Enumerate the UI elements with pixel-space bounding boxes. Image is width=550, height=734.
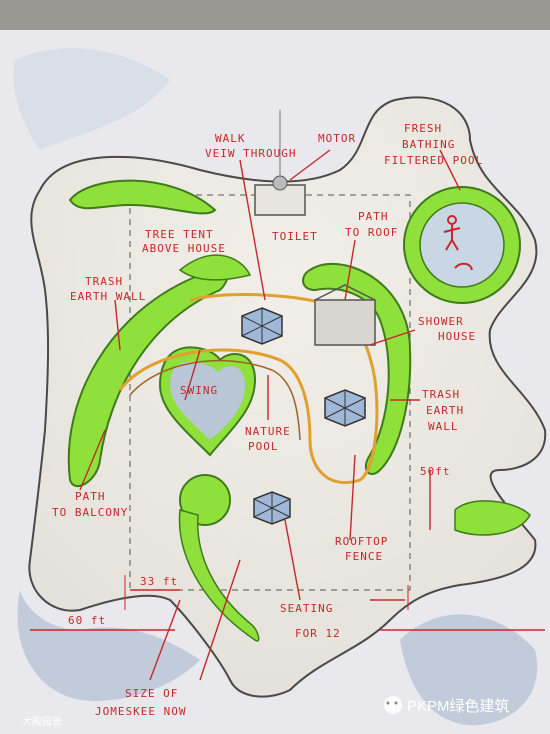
shower-house-roof xyxy=(314,284,376,301)
tree-bottom-left xyxy=(179,474,231,526)
shower-house xyxy=(314,299,376,346)
label-trash-right-1: TRASH xyxy=(422,388,460,401)
swimmer-figure-icon xyxy=(443,215,473,271)
trash-earth-wall-left xyxy=(67,270,228,488)
watermark-brand: PKPM绿色建筑 xyxy=(407,698,510,715)
seating-pod-icon xyxy=(324,389,366,427)
nature-pool-water xyxy=(170,361,245,440)
water-wash-right xyxy=(400,614,538,726)
label-path-balcony-1: PATH xyxy=(75,490,106,503)
label-swing: SWING xyxy=(180,384,218,397)
label-shower-1: SHOWER xyxy=(418,315,464,328)
label-path-roof-2: TO ROOF xyxy=(345,226,398,239)
label-tree-tent-1: TREE TENT xyxy=(145,228,214,241)
label-size-of-1: SIZE OF xyxy=(125,687,178,700)
label-fresh-2: BATHING xyxy=(402,138,455,151)
label-shower-2: HOUSE xyxy=(438,330,476,343)
shrub-right xyxy=(454,500,531,536)
label-nature-1: NATURE xyxy=(245,425,291,438)
fresh-bathing-pool-water xyxy=(419,202,505,288)
trash-earth-wall-right xyxy=(302,262,412,475)
paper-top-edge xyxy=(0,0,550,30)
label-path-balcony-2: TO BALCONY xyxy=(52,506,128,519)
label-walk-view-1: WALK xyxy=(215,132,246,145)
label-size-of-2: JOMESKEE NOW xyxy=(95,705,186,718)
hedge-top-left xyxy=(68,179,217,215)
label-nature-2: POOL xyxy=(248,440,279,453)
wechat-logo-icon xyxy=(384,696,402,714)
label-motor: MOTOR xyxy=(318,132,356,145)
label-rooftop-2: FENCE xyxy=(345,550,383,563)
label-trash-left-1: TRASH xyxy=(85,275,123,288)
label-toilet: TOILET xyxy=(272,230,318,243)
label-33ft: 33 ft xyxy=(140,575,178,588)
motor-icon xyxy=(272,175,288,191)
orange-walkway-inner xyxy=(129,360,301,441)
label-tree-tent-2: ABOVE HOUSE xyxy=(142,242,226,255)
seating-pod-icon xyxy=(241,307,283,345)
water-wash-left xyxy=(17,590,200,701)
label-fresh-3: FILTERED POOL xyxy=(384,154,483,167)
hedge-bottom-curve xyxy=(178,509,260,642)
tree-tent-hedge xyxy=(178,254,252,281)
annotation-arrows xyxy=(30,149,545,681)
label-trash-right-3: WALL xyxy=(428,420,459,433)
label-rooftop-1: ROOFTOP xyxy=(335,535,388,548)
label-path-roof-1: PATH xyxy=(358,210,389,223)
house-outline xyxy=(129,194,411,591)
seating-pod-icon xyxy=(253,491,291,525)
water-wash-top xyxy=(13,48,170,150)
watermark-corner: 大殿园景 xyxy=(22,715,62,728)
label-seating-2: FOR 12 xyxy=(295,627,341,640)
label-60ft: 60 ft xyxy=(68,614,106,627)
label-trash-left-2: EARTH WALL xyxy=(70,290,146,303)
label-fresh-1: FRESH xyxy=(404,122,442,135)
label-seating-1: SEATING xyxy=(280,602,333,615)
label-50ft: 50ft xyxy=(420,465,451,478)
label-walk-view-2: VEIW THROUGH xyxy=(205,147,296,160)
label-trash-right-2: EARTH xyxy=(426,404,464,417)
